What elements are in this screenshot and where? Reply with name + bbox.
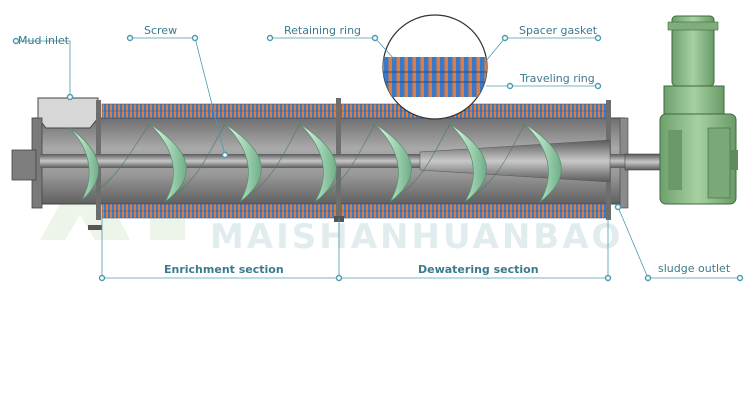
- leader-dots: [12, 34, 744, 282]
- label-traveling-ring: Traveling ring: [519, 72, 595, 85]
- mud-inlet-hopper: [37, 97, 99, 129]
- label-spacer-gasket: Spacer gasket: [519, 24, 598, 37]
- label-screw: Screw: [144, 24, 177, 37]
- watermark-text: MAISHANHUANBAO: [210, 217, 623, 257]
- label-retaining-ring: Retaining ring: [284, 24, 361, 37]
- label-mud-inlet: Mud inlet: [18, 34, 70, 47]
- label-enrichment-section: Enrichment section: [164, 263, 284, 276]
- label-sludge-outlet: sludge outlet: [658, 262, 731, 275]
- leader-lines: [16, 37, 740, 279]
- screw-assembly: [40, 123, 625, 203]
- motor-gearbox: [659, 15, 738, 205]
- zoom-inset: [382, 14, 488, 120]
- label-dewatering-section: Dewatering section: [418, 263, 539, 276]
- shaft-ends: [11, 149, 666, 181]
